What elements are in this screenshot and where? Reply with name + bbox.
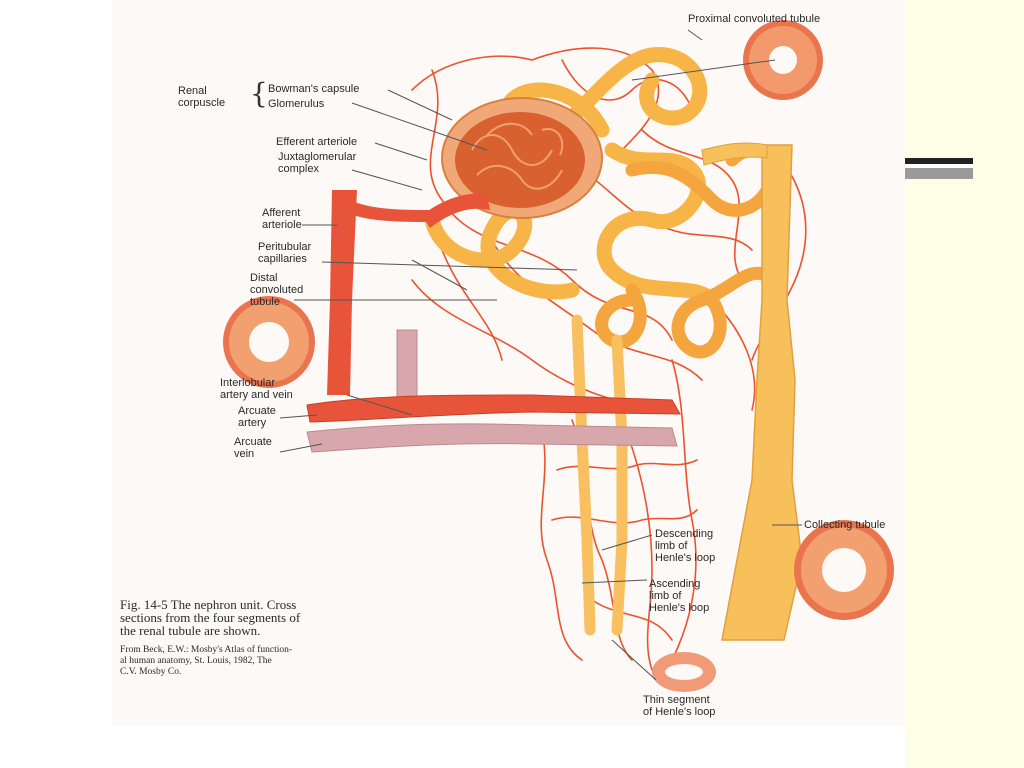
decorative-bar bbox=[905, 158, 973, 164]
collecting-tubule bbox=[721, 144, 803, 641]
arcuate-artery bbox=[306, 394, 681, 423]
renal-corpuscle-shape bbox=[441, 97, 603, 219]
decorative-bar-gray bbox=[905, 168, 973, 179]
cross-section-distal bbox=[223, 296, 315, 388]
nephron-diagram bbox=[223, 20, 894, 692]
label-distal-convoluted-tubule: Distal convoluted tubule bbox=[250, 272, 304, 308]
decorative-bar-gap bbox=[905, 164, 973, 168]
figure-source: From Beck, E.W.: Mosby's Atlas of functi… bbox=[120, 645, 293, 677]
cross-section-thin-segment bbox=[652, 652, 716, 692]
leader-lines bbox=[279, 29, 802, 681]
label-glomerulus: Glomerulus bbox=[268, 98, 325, 110]
label-descending-limb: Descending limb of Henle's loop bbox=[655, 528, 716, 564]
cross-section-collecting bbox=[794, 520, 894, 620]
interlobular-artery bbox=[327, 190, 357, 395]
label-proximal-convoluted-tubule: Proximal convoluted tubule bbox=[688, 13, 821, 25]
figure-scan: Renal corpuscle { Bowman's capsule Glome… bbox=[112, 0, 905, 726]
interlobular-branch bbox=[350, 200, 432, 222]
label-thin-segment: Thin segment of Henle's loop bbox=[643, 694, 716, 718]
label-afferent-arteriole: Afferent arteriole bbox=[262, 207, 302, 231]
figure-caption: Fig. 14-5 The nephron unit. Cross sectio… bbox=[120, 597, 301, 638]
label-efferent-arteriole: Efferent arteriole bbox=[276, 136, 358, 148]
label-arcuate-vein: Arcuate vein bbox=[234, 436, 272, 460]
cross-section-proximal bbox=[743, 20, 823, 100]
afferent-arteriole bbox=[422, 193, 490, 228]
distal-convoluted-tubule bbox=[595, 143, 781, 359]
label-peritubular-capillaries: Peritubular capillaries bbox=[258, 241, 312, 265]
label-bowmans-capsule: Bowman's capsule bbox=[268, 83, 360, 95]
label-renal-corpuscle: Renal corpuscle bbox=[178, 85, 226, 109]
label-interlobular-artery-vein: Interlobular artery and vein bbox=[220, 377, 293, 401]
arcuate-vein bbox=[306, 423, 678, 453]
collecting-tubule-branch bbox=[701, 142, 768, 166]
label-ascending-limb: Ascending limb of Henle's loop bbox=[649, 578, 710, 614]
label-collecting-tubule: Collecting tubule bbox=[804, 519, 886, 531]
loop-of-henle bbox=[571, 314, 628, 636]
brace-icon: { bbox=[250, 77, 268, 110]
label-arcuate-artery: Arcuate artery bbox=[238, 405, 276, 429]
slide-side-panel bbox=[905, 0, 1024, 768]
label-juxtaglomerular-complex: Juxtaglomerular complex bbox=[278, 151, 357, 175]
